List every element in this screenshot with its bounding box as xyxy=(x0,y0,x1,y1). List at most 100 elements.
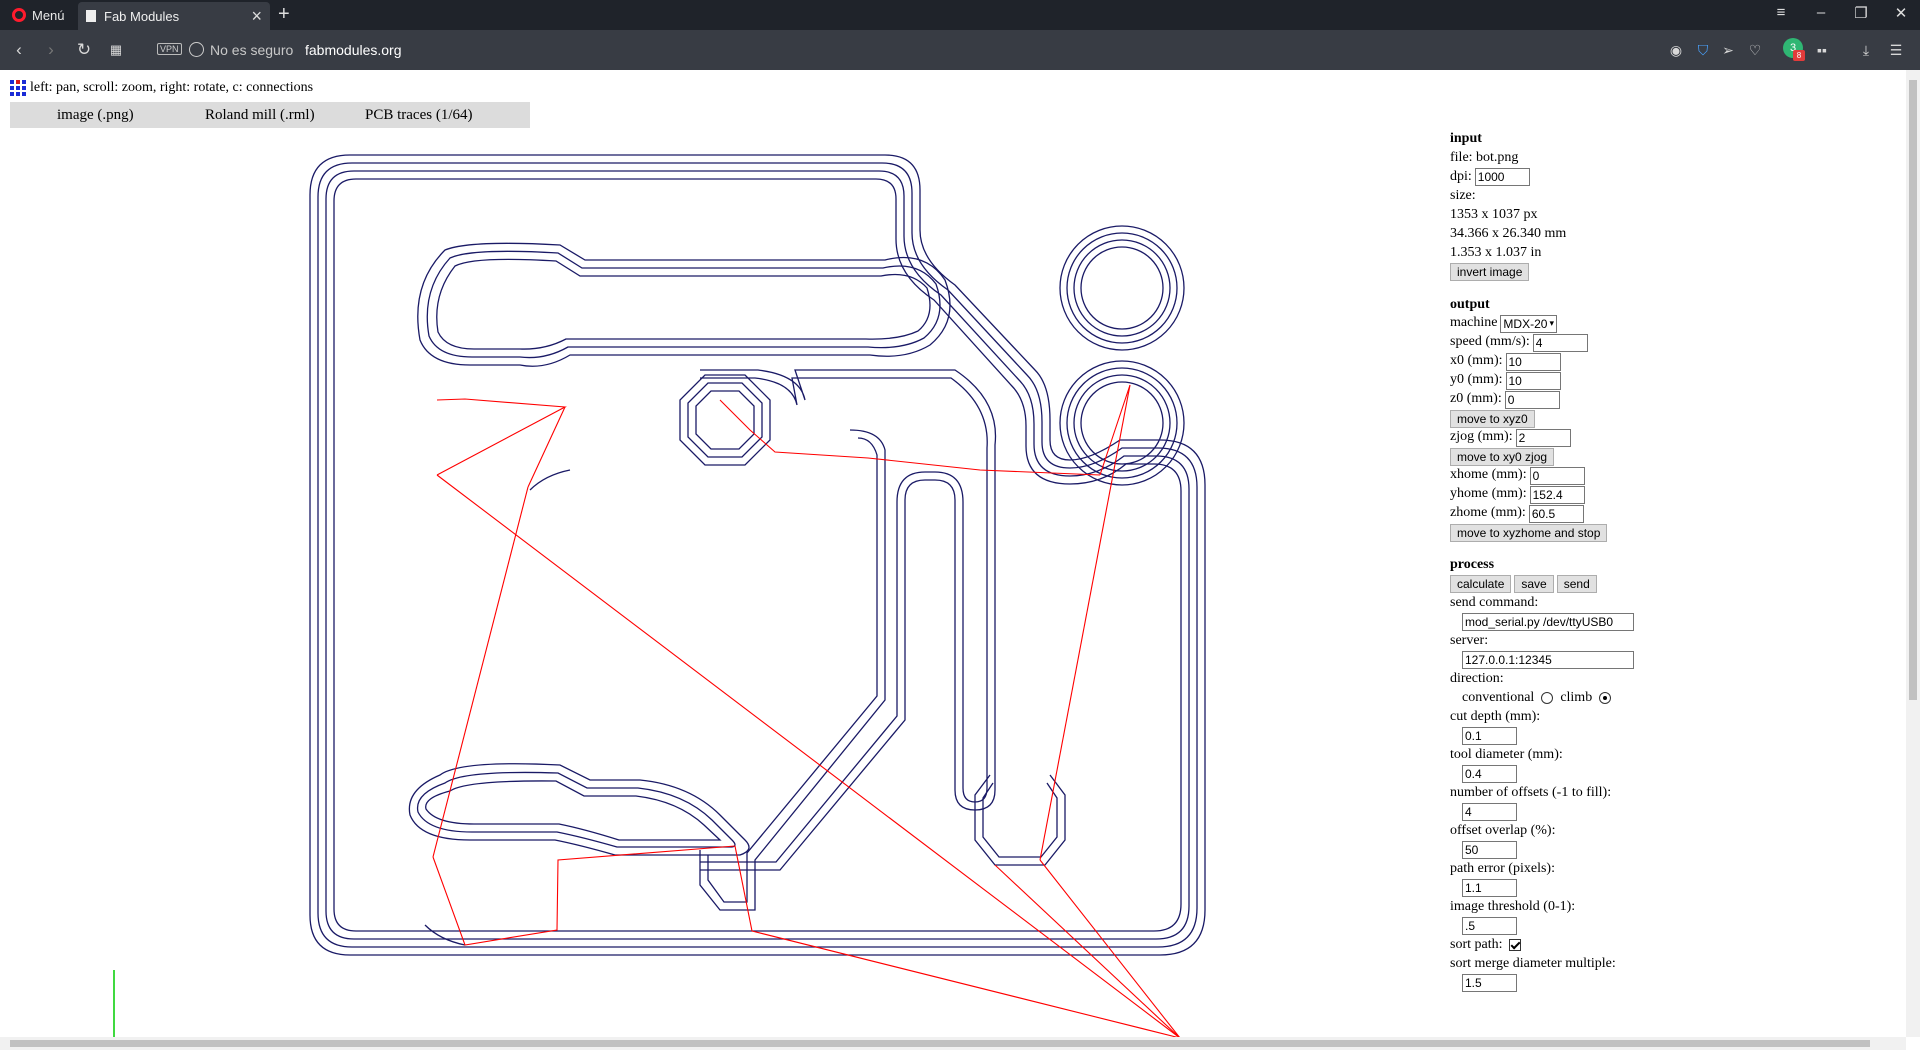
lower-right-pad-trace-1 xyxy=(974,774,1066,866)
vpn-toggle[interactable]: VPN xyxy=(157,43,182,55)
horizontal-scrollbar[interactable] xyxy=(0,1037,1906,1050)
adblock-shield-icon[interactable]: ⛉ xyxy=(1697,42,1709,58)
mid-circle-trace-2 xyxy=(1066,367,1178,479)
send-button[interactable]: send xyxy=(1556,575,1597,594)
top-pad-trace-3 xyxy=(436,258,931,350)
mid-circle-trace-4 xyxy=(1080,381,1164,465)
sort-path-checkbox[interactable] xyxy=(1508,939,1521,952)
browser-tab-active[interactable]: Fab Modules × xyxy=(78,2,270,30)
threshold-label: image threshold (0-1): xyxy=(1450,898,1576,914)
invert-image-button[interactable]: invert image xyxy=(1450,263,1530,282)
downloads-icon[interactable]: ⤓ xyxy=(1862,42,1870,58)
tool-diameter-input[interactable] xyxy=(1462,765,1517,784)
bottom-pad-trace-1 xyxy=(408,763,750,856)
speed-label: speed (mm/s): xyxy=(1450,334,1530,350)
opera-logo-icon xyxy=(12,8,26,22)
tab-roland-mill[interactable]: Roland mill (.rml) xyxy=(205,106,315,123)
settings-panel: input file: bot.png dpi: size: 1353 x 10… xyxy=(1450,130,1680,993)
center-channel-trace-3 xyxy=(699,429,886,911)
left-arc-trace xyxy=(529,469,571,491)
machine-label: machine xyxy=(1450,315,1498,331)
security-status[interactable]: No es seguro xyxy=(210,42,294,58)
close-window-button[interactable]: ✕ xyxy=(1894,5,1908,22)
forward-icon[interactable]: › xyxy=(48,40,54,59)
y0-input[interactable] xyxy=(1505,371,1561,390)
calculate-button[interactable]: calculate xyxy=(1450,575,1512,594)
z0-label: z0 (mm): xyxy=(1450,391,1502,407)
restore-window-button[interactable]: ❐ xyxy=(1854,5,1868,22)
tab-pcb-traces[interactable]: PCB traces (1/64) xyxy=(365,106,473,123)
url-field[interactable]: fabmodules.org xyxy=(305,42,402,58)
threshold-input[interactable] xyxy=(1462,917,1517,936)
hint-row: left: pan, scroll: zoom, right: rotate, … xyxy=(10,80,313,96)
horizontal-scroll-thumb[interactable] xyxy=(10,1040,1870,1047)
x0-input[interactable] xyxy=(1505,352,1561,371)
bookmark-heart-icon[interactable]: ♡ xyxy=(1748,42,1762,58)
bottom-pad-trace-2 xyxy=(416,771,736,848)
climb-radio[interactable] xyxy=(1599,692,1612,705)
server-input[interactable] xyxy=(1462,651,1634,670)
conventional-radio[interactable] xyxy=(1541,692,1554,705)
close-tab-icon[interactable]: × xyxy=(251,6,262,26)
cut-depth-input[interactable] xyxy=(1462,727,1517,746)
vertical-scrollbar[interactable] xyxy=(1906,70,1920,1037)
y0-label: y0 (mm): xyxy=(1450,372,1503,388)
extension-count-badge: 8 xyxy=(1793,50,1805,61)
board-outline-offset-3 xyxy=(325,170,1190,940)
easy-setup-icon[interactable]: ☰ xyxy=(1889,42,1903,58)
merge-diameter-label: sort merge diameter multiple: xyxy=(1450,955,1616,971)
path-error-input[interactable] xyxy=(1462,879,1517,898)
move-to-xyz0-button[interactable]: move to xyz0 xyxy=(1450,409,1535,428)
machine-select[interactable]: MDX-20 ▾ xyxy=(1500,314,1557,333)
top-circle-trace-3 xyxy=(1073,239,1171,337)
tabs-grid-icon[interactable]: ▦ xyxy=(109,42,123,57)
direction-label: direction: xyxy=(1450,670,1504,686)
tab-image-png[interactable]: image (.png) xyxy=(57,106,134,123)
minimize-window-button[interactable]: – xyxy=(1816,4,1826,21)
dpi-input[interactable] xyxy=(1474,168,1530,187)
extensions-more-icon[interactable]: ▪▪ xyxy=(1817,42,1827,58)
sort-path-label: sort path: xyxy=(1450,936,1503,952)
overlap-input[interactable] xyxy=(1462,841,1517,860)
fab-modules-logo-icon xyxy=(10,80,26,96)
browser-tab-title: Fab Modules xyxy=(104,8,180,24)
mid-circle-trace-3 xyxy=(1073,374,1171,472)
bottom-pad-trace-3 xyxy=(425,780,722,841)
zhome-input[interactable] xyxy=(1528,504,1584,523)
speed-input[interactable] xyxy=(1532,333,1588,352)
machine-select-value: MDX-20 xyxy=(1503,316,1548,331)
octagon-pad-trace-1 xyxy=(679,374,771,466)
move-to-xy0-zjog-button[interactable]: move to xy0 zjog xyxy=(1450,447,1555,466)
browser-menu-button[interactable]: Menú xyxy=(6,4,71,26)
page-document-icon xyxy=(86,10,96,22)
move-to-xyzhome-button[interactable]: move to xyzhome and stop xyxy=(1450,523,1608,542)
back-icon[interactable]: ‹ xyxy=(16,40,22,59)
top-pad-trace-2 xyxy=(426,250,941,359)
mid-circle-trace-1 xyxy=(1059,360,1185,486)
overlap-label: offset overlap (%): xyxy=(1450,822,1556,838)
zjog-input[interactable] xyxy=(1515,428,1571,447)
merge-diameter-input[interactable] xyxy=(1462,974,1517,993)
conventional-label: conventional xyxy=(1462,689,1535,705)
offsets-input[interactable] xyxy=(1462,803,1517,822)
tab-menu-icon[interactable]: ≡ xyxy=(1776,4,1786,21)
toolpath-canvas[interactable] xyxy=(95,140,1235,1040)
size-in: 1.353 x 1.037 in xyxy=(1450,244,1542,260)
server-label: server: xyxy=(1450,632,1489,648)
input-section-title: input xyxy=(1450,131,1482,146)
z0-input[interactable] xyxy=(1504,390,1560,409)
send-command-input[interactable] xyxy=(1462,613,1634,632)
reload-icon[interactable]: ↻ xyxy=(76,40,92,59)
save-button[interactable]: save xyxy=(1514,575,1554,594)
connection-move-2 xyxy=(436,474,1181,1039)
top-circle-trace-1 xyxy=(1059,225,1185,351)
snapshot-camera-icon[interactable]: ◉ xyxy=(1669,42,1683,58)
top-circle-trace-4 xyxy=(1080,246,1164,330)
vertical-scroll-thumb[interactable] xyxy=(1909,80,1917,700)
connection-move-11 xyxy=(1039,859,1181,1039)
xhome-input[interactable] xyxy=(1529,466,1585,485)
zhome-label: zhome (mm): xyxy=(1450,505,1526,521)
yhome-input[interactable] xyxy=(1529,485,1585,504)
send-flow-icon[interactable]: ➢ xyxy=(1722,42,1734,58)
new-tab-button[interactable]: + xyxy=(278,3,290,25)
